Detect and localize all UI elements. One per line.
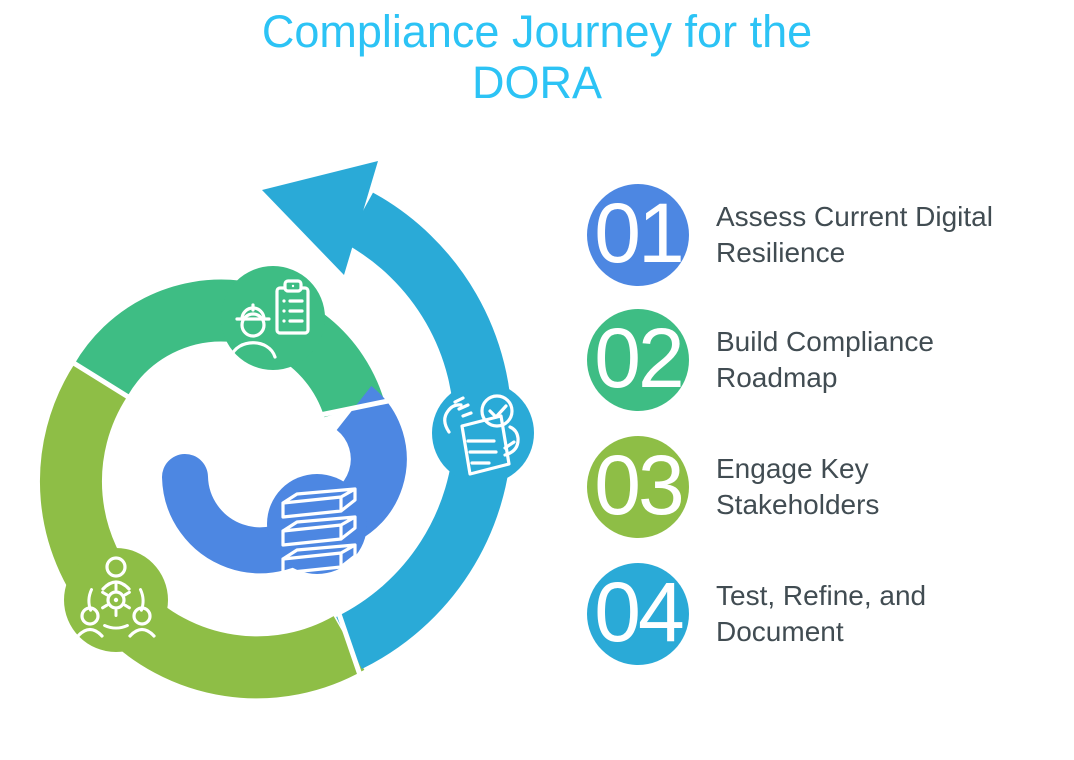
step-1-label-line-1: Assess Current Digital xyxy=(716,201,993,232)
step-4-label-line-2: Document xyxy=(716,616,844,647)
document-check-icon xyxy=(443,394,520,476)
step-4-label: Test, Refine, and Document xyxy=(716,578,926,650)
page-title: Compliance Journey for the DORA xyxy=(0,6,1074,108)
step-2-number: 02 xyxy=(594,310,684,405)
page-title-line-2: DORA xyxy=(471,57,602,108)
team-gear-icon xyxy=(76,556,156,638)
segment-seams xyxy=(70,359,389,676)
step-3-number-badge: 03 xyxy=(587,436,689,538)
step-3-number: 03 xyxy=(594,437,684,532)
spiral-diagram xyxy=(40,161,534,699)
layers-icon xyxy=(281,487,357,575)
step-4-number: 04 xyxy=(594,564,684,659)
step-row-2: 02 Build Compliance Roadmap xyxy=(587,308,934,412)
step-3-label: Engage Key Stakeholders xyxy=(716,451,879,523)
step-2-label-line-1: Build Compliance xyxy=(716,326,934,357)
page-title-line-1: Compliance Journey for the xyxy=(261,6,813,57)
step-2-number-badge: 02 xyxy=(587,309,689,411)
arrowhead-icon xyxy=(262,161,378,275)
step-1-label-line-2: Resilience xyxy=(716,237,846,268)
step-row-3: 03 Engage Key Stakeholders xyxy=(587,435,879,539)
step-1-label: Assess Current Digital Resilience xyxy=(716,199,993,271)
step-4-number-badge: 04 xyxy=(587,563,689,665)
worker-checklist-icon xyxy=(229,279,310,359)
step-4-label-line-1: Test, Refine, and xyxy=(716,580,927,611)
step-3-label-line-2: Stakeholders xyxy=(716,489,880,520)
node-cyan xyxy=(432,382,534,484)
step-3-label-line-1: Engage Key xyxy=(716,453,869,484)
step-row-4: 04 Test, Refine, and Document xyxy=(587,562,926,666)
step-1-number-badge: 01 xyxy=(587,184,689,286)
step-1-number: 01 xyxy=(594,185,684,280)
step-2-label: Build Compliance Roadmap xyxy=(716,324,934,396)
step-row-1: 01 Assess Current Digital Resilience xyxy=(587,183,993,287)
step-2-label-line-2: Roadmap xyxy=(716,362,838,393)
